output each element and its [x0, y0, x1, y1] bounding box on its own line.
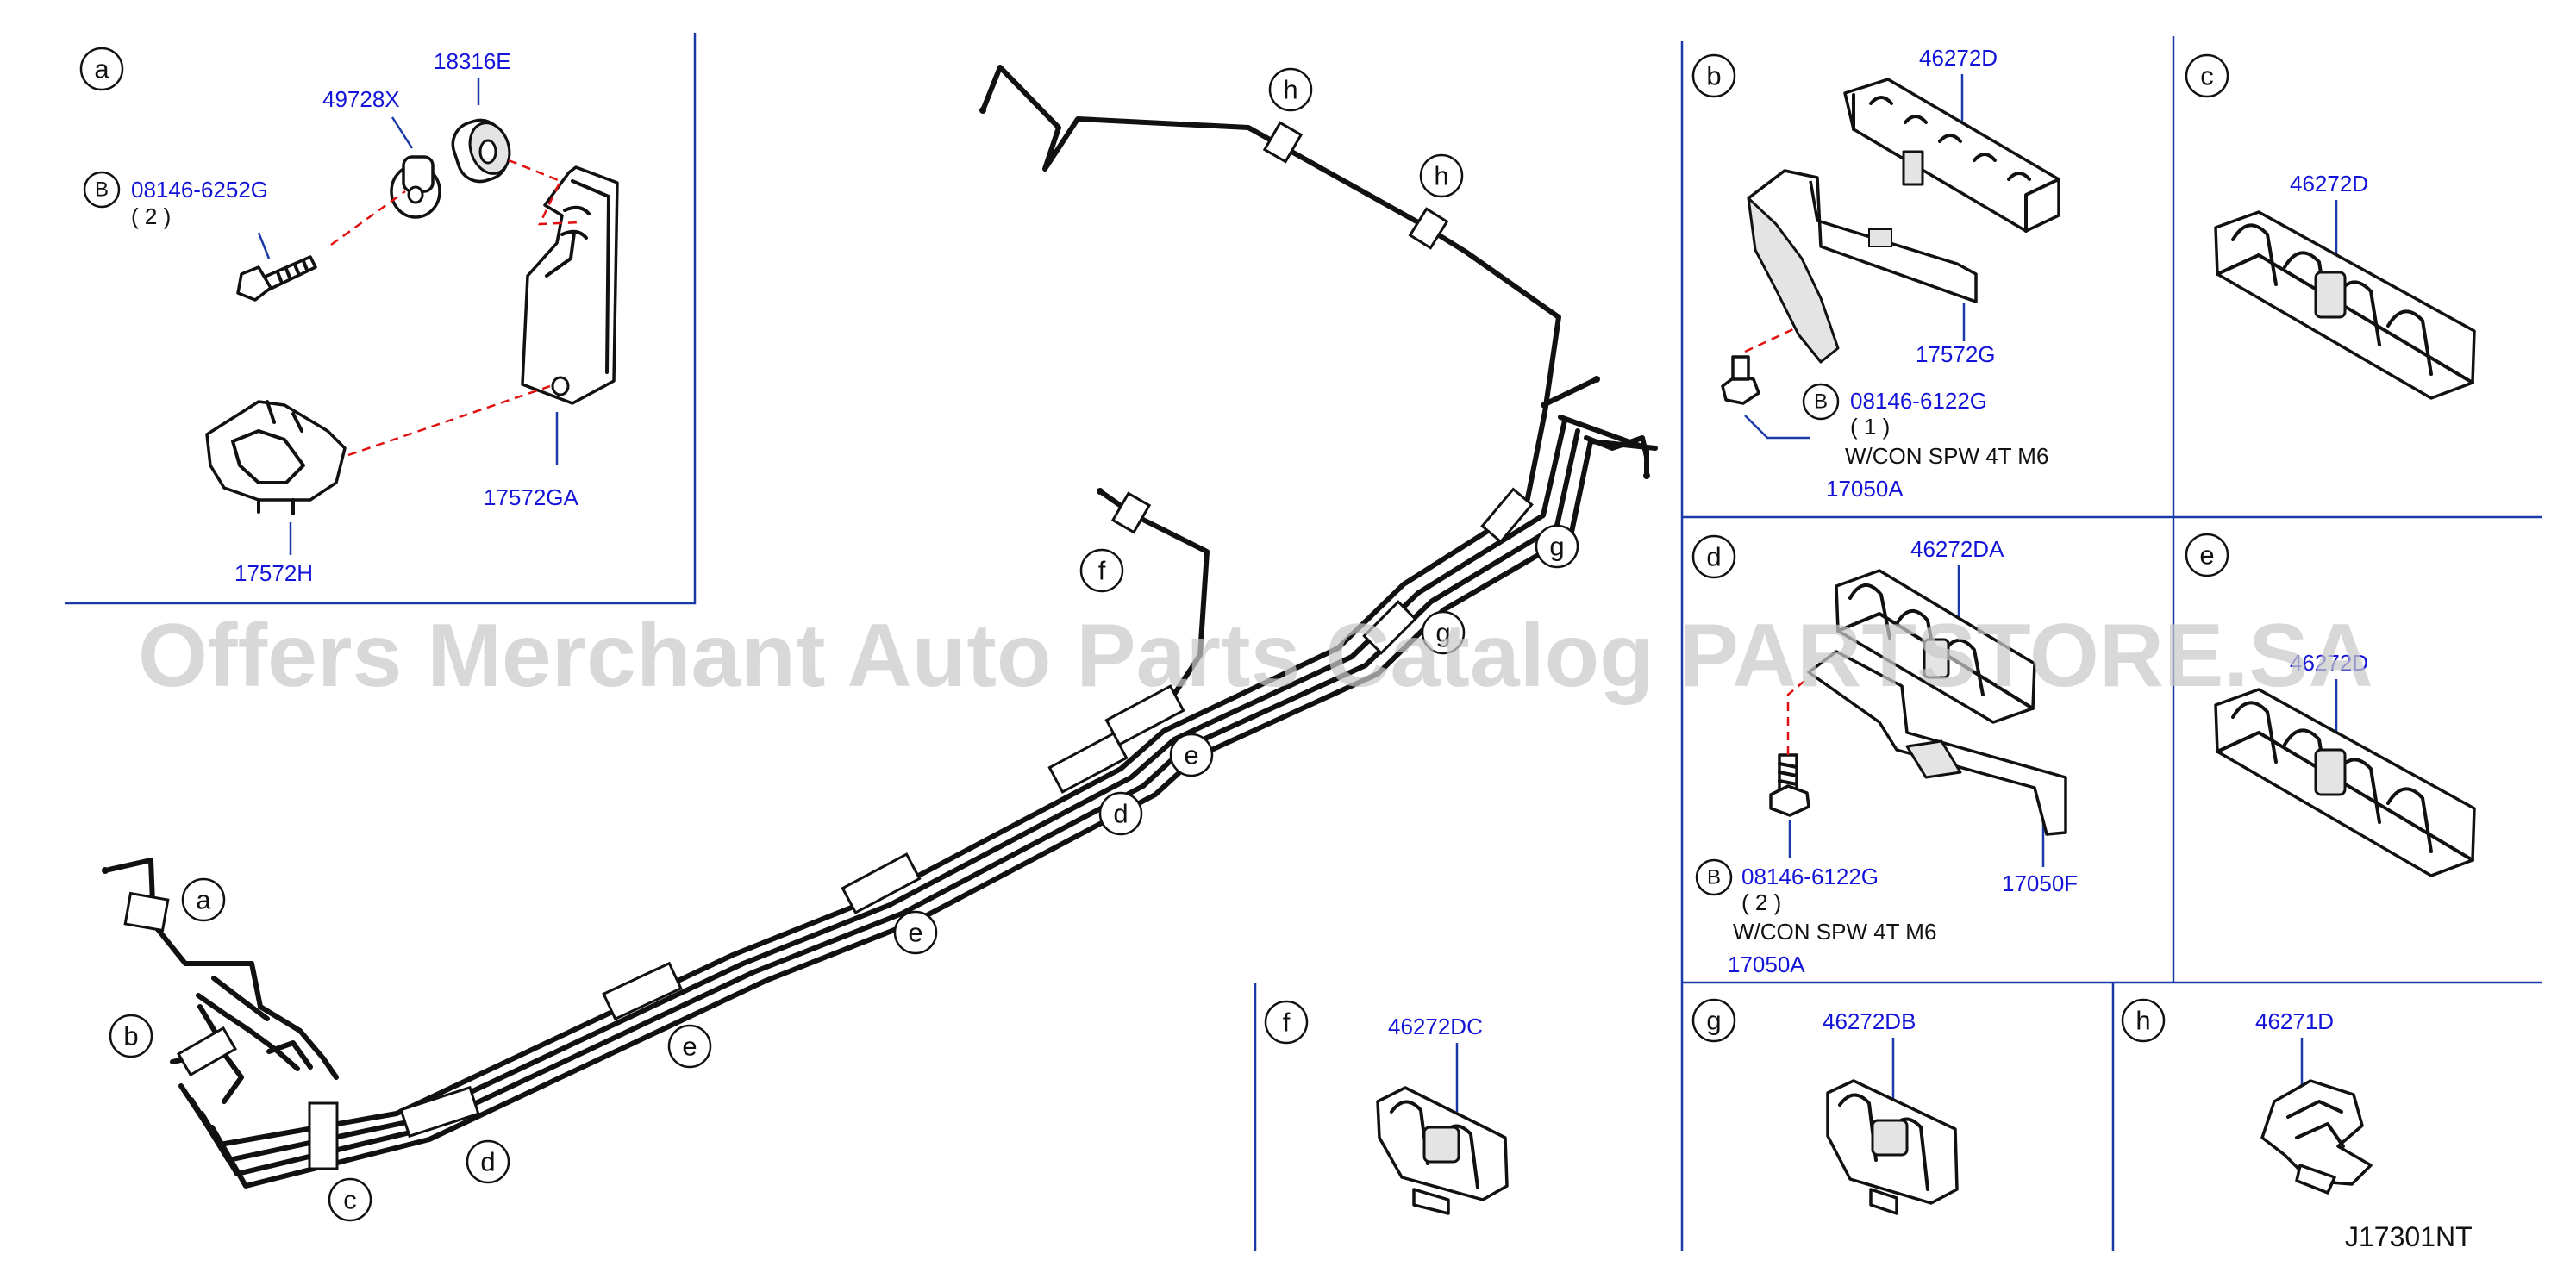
bracket-17572G	[1747, 169, 1978, 364]
part-number-17050A: 17050A	[1826, 476, 1904, 502]
part-number-46272DB: 46272DB	[1823, 1008, 1916, 1034]
clip-46272D	[1843, 78, 2060, 233]
bolt-symbol: B	[1814, 390, 1828, 414]
part-number-08146-6122G: 08146-6122G	[1741, 864, 1879, 889]
bolt-symbol: B	[1707, 866, 1721, 889]
callout-h: h	[1434, 161, 1448, 191]
part-number-46272DA: 46272DA	[1910, 536, 2004, 562]
pipe-clips	[123, 121, 1534, 1170]
panel-g: g 46272DB	[1691, 998, 1959, 1215]
part-number-08146-6122G: 08146-6122G	[1850, 388, 1987, 414]
panel-a-label: a	[94, 54, 109, 84]
bracket-17050F	[1807, 650, 2067, 836]
panel-f-label: f	[1283, 1008, 1291, 1038]
grommet-18316E	[451, 118, 511, 184]
quantity-label: ( 1 )	[1850, 414, 1890, 440]
part-number-08146-6252G: 08146-6252G	[131, 177, 268, 203]
callout-e: e	[1184, 740, 1198, 771]
panel-c-label: c	[2200, 61, 2214, 91]
part-number-49728X: 49728X	[322, 86, 400, 112]
panel-d-label: d	[1706, 542, 1721, 572]
washer-49728X	[390, 155, 441, 219]
panel-c: c 46272D	[2185, 53, 2476, 400]
bracket-17572GA	[521, 165, 619, 405]
main-callouts: h h g g f e d e e d c a b	[109, 67, 1579, 1222]
callout-h: h	[1283, 75, 1297, 105]
clip-46272DB	[1826, 1079, 1959, 1215]
callout-a: a	[196, 885, 211, 915]
clip-46272D	[2214, 210, 2476, 400]
panel-h: h 46271D	[2121, 998, 2373, 1195]
part-number-46272D: 46272D	[2290, 650, 2368, 676]
callout-g: g	[1435, 618, 1450, 648]
clip-46271D	[2260, 1079, 2373, 1195]
part-number-46272D: 46272D	[1919, 45, 1998, 71]
callout-e: e	[682, 1032, 697, 1062]
panel-a: a B 08146-6252G ( 2 ) 18316E 49728X 1757…	[79, 47, 619, 586]
panel-f: f 46272DC	[1264, 1000, 1509, 1215]
application-note: W/CON SPW 4T M6	[1733, 919, 1936, 945]
main-pipe-assembly	[102, 65, 1658, 1189]
clip-17572H	[205, 400, 347, 515]
part-number-17572G: 17572G	[1916, 341, 1996, 367]
panel-b: b 46272D 17572G B 08146-6122G ( 1 ) W/CO…	[1691, 45, 2060, 502]
panel-e: e 46272D	[2185, 533, 2476, 877]
callout-f: f	[1098, 556, 1106, 586]
panel-h-label: h	[2135, 1006, 2150, 1036]
callout-e: e	[908, 918, 922, 948]
bolt-symbol: B	[95, 178, 109, 202]
panel-g-label: g	[1706, 1006, 1721, 1036]
panel-d: d 46272DA 17050F B 08146-6122G ( 2 ) W/C…	[1691, 534, 2078, 977]
part-number-46271D: 46271D	[2255, 1008, 2334, 1034]
callout-d: d	[1113, 799, 1128, 829]
panel-frames	[65, 33, 2542, 1251]
diagram-code: J17301NT	[2345, 1221, 2473, 1252]
bolt-08146-6252G	[236, 255, 317, 302]
part-number-17572GA: 17572GA	[484, 484, 579, 510]
part-number-17572H: 17572H	[234, 560, 313, 586]
bolt-08146-6122G	[1769, 753, 1810, 817]
quantity-label: ( 2 )	[1741, 889, 1781, 915]
callout-g: g	[1549, 532, 1564, 562]
clip-46272DA	[1835, 569, 2036, 724]
panel-b-label: b	[1706, 61, 1721, 91]
application-note: W/CON SPW 4T M6	[1845, 443, 2048, 469]
callout-c: c	[343, 1185, 357, 1215]
watermark: Offers Merchant Auto Parts Catalog PARTS…	[138, 606, 2373, 706]
bolt-08146-6122G	[1721, 355, 1760, 405]
clip-46272DC	[1376, 1086, 1509, 1215]
part-number-46272D: 46272D	[2290, 171, 2368, 197]
part-number-46272DC: 46272DC	[1388, 1014, 1483, 1039]
part-number-17050A: 17050A	[1728, 951, 1805, 977]
callout-d: d	[480, 1147, 495, 1177]
part-number-17050F: 17050F	[2002, 870, 2078, 896]
panel-e-label: e	[2199, 540, 2214, 571]
quantity-label: ( 2 )	[131, 203, 171, 229]
clip-46272D	[2214, 688, 2476, 877]
callout-b: b	[123, 1021, 138, 1051]
part-number-18316E: 18316E	[434, 48, 511, 74]
